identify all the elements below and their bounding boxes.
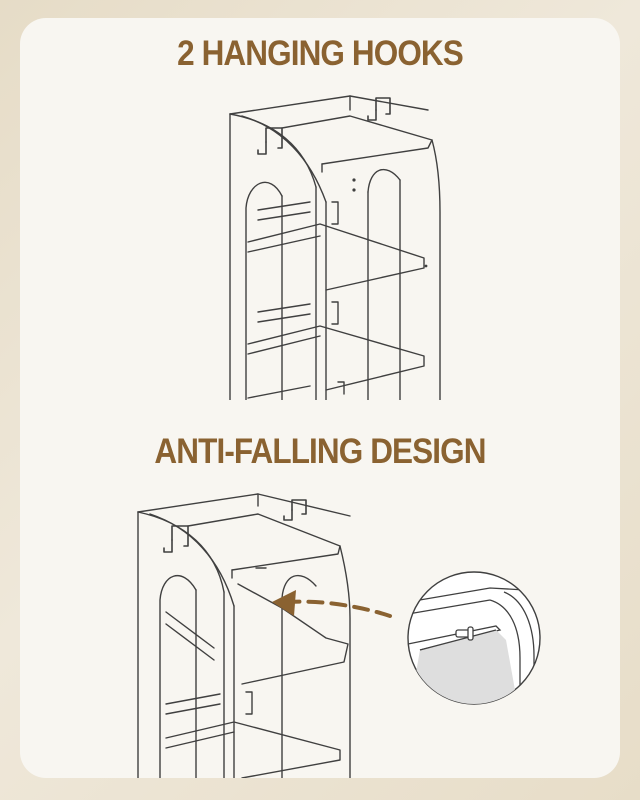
anti-falling-illustration [20, 488, 620, 778]
magnified-detail-icon [407, 571, 541, 705]
section-title-hanging-hooks: 2 HANGING HOOKS [177, 34, 464, 73]
feature-card: 2 HANGING HOOKS [20, 18, 620, 778]
shelf-with-hooks-icon [229, 95, 441, 400]
section-title-anti-falling: ANTI-FALLING DESIGN [154, 432, 486, 471]
hanging-hooks-illustration [20, 92, 620, 400]
dashed-arrow-icon [272, 590, 392, 618]
shelf-anti-fall-icon [137, 493, 541, 778]
